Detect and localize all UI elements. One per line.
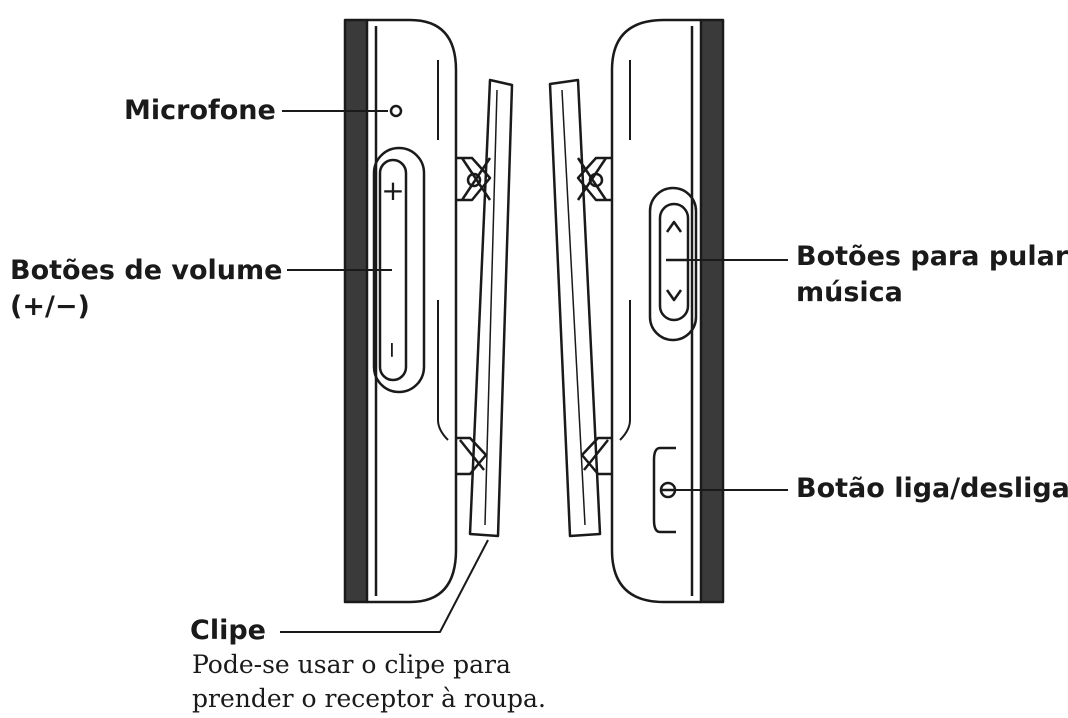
- left-receiver-body: [343, 18, 458, 604]
- skip-buttons-label: Botões para pular: [796, 241, 1068, 272]
- volume-buttons-sublabel: (+/−): [10, 291, 90, 322]
- volume-minus-mark: −: [379, 341, 404, 359]
- clip-label: Clipe: [190, 615, 266, 646]
- clip-leader-line: [280, 539, 489, 633]
- microphone-label: Microfone: [124, 95, 276, 126]
- right-clip: [548, 78, 602, 538]
- clip-description-line2: prender o receptor à roupa.: [192, 684, 546, 713]
- microphone-hole: [389, 104, 403, 118]
- skip-buttons-sublabel: música: [796, 277, 903, 308]
- skip-buttons[interactable]: [648, 186, 698, 342]
- right-receiver-body: [610, 18, 725, 604]
- clip-description-line1: Pode-se usar o clipe para: [192, 650, 511, 679]
- power-button-label: Botão liga/desliga: [796, 473, 1068, 504]
- left-clip: [468, 78, 514, 538]
- volume-buttons-label: Botões de volume: [10, 255, 283, 286]
- volume-plus-mark: +: [381, 174, 404, 207]
